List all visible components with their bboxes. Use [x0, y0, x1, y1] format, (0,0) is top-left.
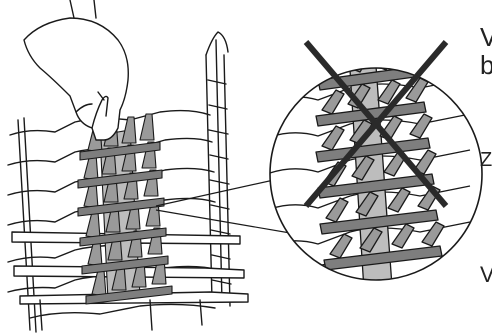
magnifier-circle: [269, 67, 483, 281]
cross-mark: [303, 40, 449, 208]
cropped-text-fragment: V: [480, 22, 492, 52]
tine-rack-left: [77, 113, 173, 305]
cropped-text-fragment: Z: [480, 149, 492, 171]
hand-illustration: [23, 0, 129, 141]
cropped-text-fragment: b: [480, 50, 492, 80]
zoom-pointer-lines: [155, 175, 297, 235]
cropped-text-fragment: V: [480, 262, 492, 287]
